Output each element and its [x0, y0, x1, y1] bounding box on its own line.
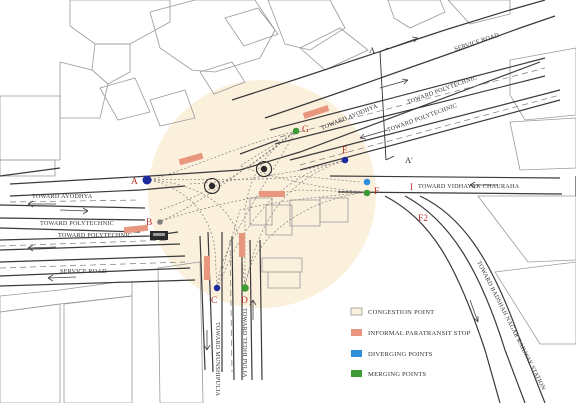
point-f1-label: I [410, 183, 413, 193]
point-d-label: D [241, 296, 248, 306]
paratransit-stop-4 [123, 224, 149, 234]
point-f-marker-merging [363, 189, 371, 197]
legend-label-paratransit: INFORMAL PARATRANSIT STOP [368, 330, 471, 337]
label-service-road-top: SERVICE ROAD [453, 32, 500, 53]
section-marker-bottom: A' [405, 155, 413, 165]
label-toward-railway-station: TOWARD BADSHAH NAGAR RAILWAY STATION [475, 260, 547, 392]
point-f2-label: F2 [418, 214, 428, 224]
label-toward-polytechnic-left-a: TOWARD POLYTECHNIC [40, 220, 114, 227]
label-toward-polytechnic-left-b: TOWARD POLYTECHNIC [58, 232, 132, 239]
point-a-marker [142, 175, 152, 185]
paratransit-stop-3 [259, 191, 285, 197]
roundabouts [203, 160, 273, 195]
paratransit-stops [123, 105, 330, 280]
roundabout-1-core [208, 182, 216, 190]
point-f-marker-diverging [363, 178, 371, 186]
legend-swatch-merging [351, 370, 362, 377]
point-c-marker [213, 284, 221, 292]
paratransit-stop-6 [204, 256, 210, 280]
vehicle-paths [149, 130, 369, 289]
legend-swatch-paratransit [351, 329, 362, 336]
bus-icon [150, 231, 168, 240]
legend-label-merging: MERGING POINTS [368, 371, 426, 378]
point-b-label: B [146, 218, 152, 228]
point-b-marker [157, 219, 163, 225]
roundabout-2-core [260, 165, 268, 173]
direction-arrows [27, 36, 498, 351]
label-toward-ayodhya-left: TOWARD AYODHYA [32, 193, 93, 200]
section-line: A A' [369, 45, 413, 165]
label-toward-tedhi-pulia: TOWARD TEDHI PULIA [241, 308, 248, 378]
lane-dashes [0, 67, 561, 373]
paratransit-stop-2 [178, 152, 204, 166]
legend-label-congestion: CONGESTION POINT [368, 309, 434, 316]
section-ticks [379, 47, 395, 161]
bus-window [153, 233, 165, 236]
legend-label-diverging: DIVERGING POINTS [368, 351, 433, 358]
label-toward-munshipulia: TOWARD MUNSHIPULIA [214, 322, 221, 396]
legend: CONGESTION POINT INFORMAL PARATRANSIT ST… [350, 307, 471, 378]
point-e-label: E [342, 146, 348, 156]
roundabout-1 [203, 177, 221, 195]
paratransit-stop-1 [302, 105, 330, 119]
section-marker-top: A [369, 45, 376, 55]
label-toward-vidhayak-chauraha: TOWARD VIDHAYAK CHAURAHA [418, 183, 520, 190]
legend-swatch-congestion [350, 307, 363, 316]
point-c-label: C [211, 296, 217, 306]
legend-swatch-diverging [351, 350, 362, 357]
label-toward-polytechnic-top-a: TOWARD POLYTECHNIC [406, 74, 478, 106]
paratransit-stop-5 [239, 233, 245, 257]
label-service-road-left: SERVICE ROAD [60, 268, 107, 275]
point-g-marker [292, 127, 300, 135]
junction-points: A B C D E F G I F2 [131, 125, 428, 306]
section-cut-line [379, 51, 387, 161]
point-a-label: A [131, 177, 138, 187]
point-g-label: G [302, 125, 309, 135]
point-d-marker [241, 284, 249, 292]
point-e-marker [341, 156, 349, 164]
point-f-label: F [374, 187, 379, 197]
roundabout-2 [255, 160, 273, 178]
